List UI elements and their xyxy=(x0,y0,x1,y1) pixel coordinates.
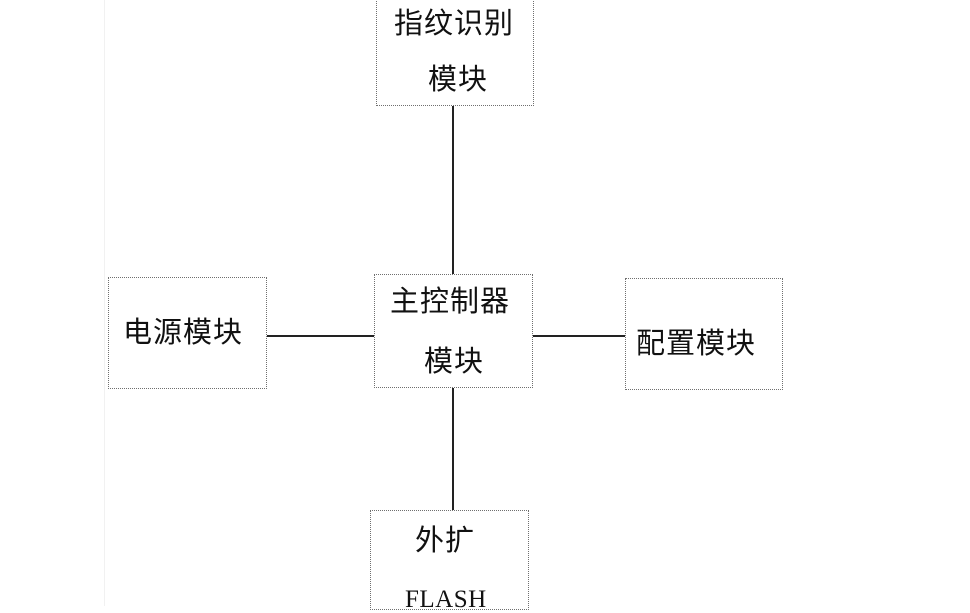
external-flash-module-label-line1: 外扩 xyxy=(415,523,476,557)
fingerprint-module-box: 指纹识别 模块 xyxy=(376,0,534,106)
power-module-label: 电源模块 xyxy=(123,315,244,349)
connector-fingerprint-to-controller xyxy=(452,106,454,274)
config-module-box: 配置模块 xyxy=(625,278,783,390)
external-flash-module-box: 外扩 FLASH xyxy=(370,510,529,613)
connector-power-to-controller xyxy=(266,335,374,337)
main-controller-module-label-line2: 模块 xyxy=(424,344,485,378)
page-edge-rule xyxy=(104,0,105,606)
main-controller-module-label-line1: 主控制器 xyxy=(390,284,511,318)
fingerprint-module-label-line2: 模块 xyxy=(428,62,489,96)
main-controller-module-box: 主控制器 模块 xyxy=(374,274,533,388)
config-module-label: 配置模块 xyxy=(636,326,757,360)
connector-controller-to-config xyxy=(532,335,625,337)
fingerprint-module-label-line1: 指纹识别 xyxy=(394,6,515,40)
power-module-box: 电源模块 xyxy=(108,277,267,389)
connector-controller-to-flash xyxy=(452,387,454,510)
external-flash-module-label-line2: FLASH xyxy=(405,586,487,613)
